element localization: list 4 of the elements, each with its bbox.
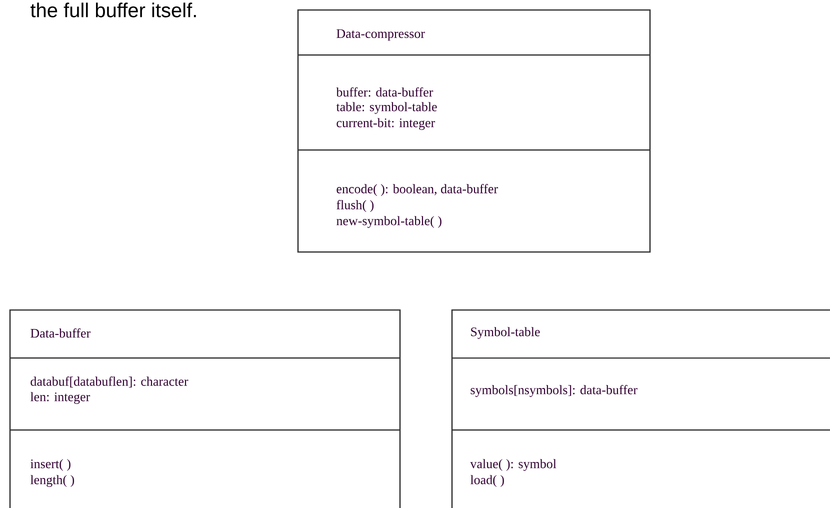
class-box: Data-buffer databuf[databuflen]: character len: integer insert( ) length( ) [9, 309, 401, 508]
caption-text: the full buffer itself. [30, 2, 196, 18]
class-box: Symbol-table symbols[nsymbols]: data-buffer value( ): symbol load( ) [451, 309, 830, 508]
class-box: Data-compressor buffer: data-buffer table: symbol-table current-bit: integer encode( ): boolean, data-buffer flush( ) new-symbol-table( ) [297, 9, 651, 253]
